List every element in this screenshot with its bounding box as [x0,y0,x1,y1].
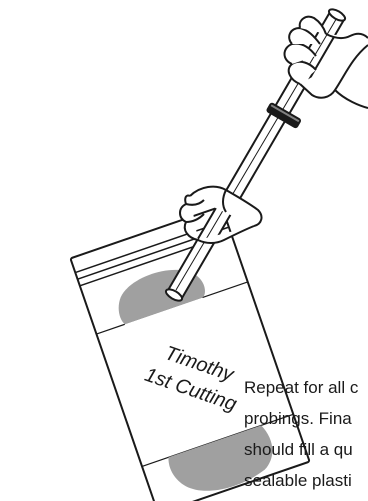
caption-line: Repeat for all c [244,372,368,403]
caption-line: probings. Fina [244,403,368,434]
probe-highlight [176,16,338,290]
instruction-caption: Repeat for all c probings. Fina should f… [244,372,368,496]
caption-line: sealable plasti [244,465,368,496]
hay-probe [164,7,347,303]
caption-line: should fill a qu [244,434,368,465]
